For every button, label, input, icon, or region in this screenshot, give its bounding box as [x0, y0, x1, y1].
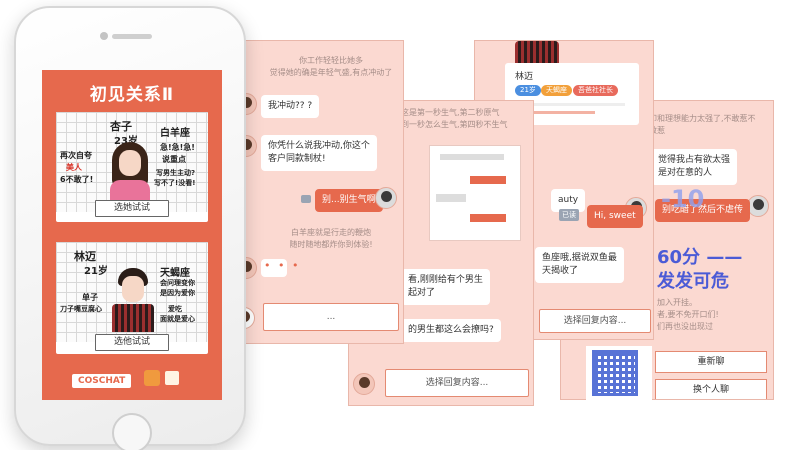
character-age: 21岁 — [84, 266, 108, 277]
chat-bubble-received: 我冲动?? ? — [261, 95, 320, 118]
reply-select-input[interactable]: ... — [263, 303, 399, 331]
face — [119, 150, 141, 176]
qr-code-area — [586, 346, 652, 400]
mini-bubble — [470, 214, 506, 222]
chat-bubble-received: 鱼座哦,据说双鱼最 天揭收了 — [535, 247, 624, 283]
note: 刀子嘴豆腐心 — [60, 305, 102, 313]
character-sign: 天蝎座 — [160, 268, 190, 279]
note: 面就是爱心 — [160, 315, 195, 323]
character-name: 林迈 — [74, 250, 96, 263]
page-title: 初见关系Ⅱ — [89, 85, 175, 105]
restart-chat-button[interactable]: 重新聊 — [655, 351, 767, 373]
home-button[interactable] — [112, 413, 152, 450]
system-message: 加入开挂。 — [657, 298, 697, 307]
bubble-line: 客户同款制杖! — [268, 154, 326, 164]
character-illustration — [112, 268, 154, 332]
character-card-2[interactable]: 林迈 21岁 天蝎座 会问理变你 是因为爱你 单子 刀子嘴豆腐心 爱吃 面就是爱… — [56, 242, 208, 354]
note: 急!急!急! — [160, 143, 195, 152]
avatar — [747, 195, 769, 217]
note: 是因为爱你 — [160, 289, 195, 297]
character-age: 23岁 — [114, 132, 138, 147]
chat-bubble-sent: Hi, sweet — [587, 205, 643, 228]
profile-photo — [515, 41, 559, 63]
note: 说重点 — [162, 155, 186, 164]
phone-screen: 初见关系Ⅱ 杏子 23岁 白羊座 再次自夸 美人 6不敢了! 急!急!急! 说重… — [42, 70, 222, 400]
character-name: 杏子 — [110, 120, 132, 133]
cat-icon — [164, 370, 180, 386]
score-value: 60分 —— — [657, 247, 743, 268]
profile-bio — [515, 103, 625, 106]
profile-tag-sign: 天蝎座 — [541, 85, 572, 96]
typing-dots: • • • — [264, 259, 301, 272]
reply-select-input[interactable]: 选择回复内容... — [539, 309, 651, 333]
bubble-line: 起对了 — [408, 288, 436, 298]
bubble-line: 天揭收了 — [542, 266, 579, 276]
system-message: 印和理想能力太强了,不敢惹不 — [649, 114, 756, 123]
chat-bubble-sent: 别...别生气啊 — [315, 189, 383, 212]
chat-panel-1: 你工作轻轻比她多 觉得她的确是年轻气盛,有点冲动了 我冲动?? ? 你凭什么说我… — [226, 40, 404, 344]
fox-icon — [144, 370, 160, 386]
system-message: 到一秒怎么生气,第四秒不生气 — [401, 120, 508, 129]
note: 写不了!没看! — [154, 179, 196, 187]
read-receipt: 已读 — [559, 209, 579, 221]
bubble-line: 是对在意的人 — [658, 168, 713, 178]
note: 单子 — [82, 293, 98, 302]
chat-bubble-received: 的男生都这么会撩吗? — [401, 319, 501, 342]
bubble-text: 别吃醋了 — [662, 205, 699, 215]
note: 6不敢了! — [60, 175, 94, 184]
embedded-screenshot — [429, 145, 521, 241]
speaker-grille — [112, 34, 152, 39]
system-message: 们再也没出现过 — [657, 322, 713, 331]
avatar — [353, 373, 375, 395]
face — [122, 276, 144, 302]
system-message: 觉得她的确是年轻气盛,有点冲动了 — [269, 68, 393, 77]
bubble-line: 你凭什么说我冲动,你这个 — [268, 141, 370, 151]
qr-code-icon — [592, 350, 638, 396]
character-illustration — [108, 142, 152, 204]
switch-person-button[interactable]: 换个人聊 — [655, 379, 767, 399]
note: 美人 — [66, 163, 82, 172]
select-her-button[interactable]: 选她试试 — [95, 200, 169, 217]
bubble-line: 看,刚刚给有个男生 — [408, 275, 483, 285]
note: 再次自夸 — [60, 151, 92, 160]
system-message: 者,要不免开口们! — [657, 310, 719, 319]
system-message: 这是第一秒生气,第二秒原气 — [401, 108, 500, 117]
chat-bubble-sent: 别吃醋了然后不虐传 — [655, 199, 751, 222]
mini-bubble — [436, 194, 466, 202]
typing-indicator: • • • — [261, 259, 298, 277]
profile-bio — [515, 111, 595, 114]
score-verdict: 发发可危 — [657, 271, 729, 292]
profile-tag-club: 吾爸社社长 — [573, 85, 618, 96]
character-card-1[interactable]: 杏子 23岁 白羊座 再次自夸 美人 6不敢了! 急!急!急! 说重点 写男生主… — [56, 112, 208, 222]
system-message: 你工作轻轻比她多 — [299, 56, 363, 65]
score-delta: -10 — [661, 185, 705, 213]
chat-bubble-received: 看,刚刚给有个男生 起对了 — [401, 269, 490, 305]
mini-bubble — [470, 176, 506, 184]
profile-name: 林迈 — [515, 72, 534, 82]
chat-bubble-received: auty — [551, 189, 586, 212]
brand-logo: COSCHAT — [72, 374, 132, 388]
system-message: 白羊座就是行走的鞭炮 — [291, 228, 371, 237]
shirt — [112, 304, 154, 332]
system-message: 随时随地都炸你到体验! — [289, 240, 373, 249]
avatar — [375, 187, 397, 209]
camera-icon — [100, 32, 108, 40]
bubble-line: 鱼座哦,据说双鱼最 — [542, 253, 617, 263]
system-message: 敢惹 — [649, 126, 665, 135]
bubble-line: 觉得我占有欲太强 — [658, 155, 731, 165]
mini-bar — [440, 154, 504, 160]
read-receipt — [301, 195, 311, 203]
note: 会问理变你 — [160, 279, 195, 287]
select-him-button[interactable]: 选他试试 — [95, 334, 169, 351]
character-sign: 白羊座 — [160, 128, 190, 139]
phone-mockup: 初见关系Ⅱ 杏子 23岁 白羊座 再次自夸 美人 6不敢了! 急!急!急! 说重… — [14, 6, 246, 450]
bubble-text-suffix: 然后不虐传 — [698, 205, 744, 215]
reply-select-input[interactable]: 选择回复内容... — [385, 369, 529, 397]
note: 爱吃 — [168, 305, 182, 313]
profile-tag-age: 21岁 — [515, 85, 541, 96]
chat-bubble-received: 觉得我占有欲太强 是对在意的人 — [651, 149, 738, 185]
note: 写男生主动? — [156, 169, 196, 177]
chat-bubble-received: 你凭什么说我冲动,你这个 客户同款制杖! — [261, 135, 377, 171]
